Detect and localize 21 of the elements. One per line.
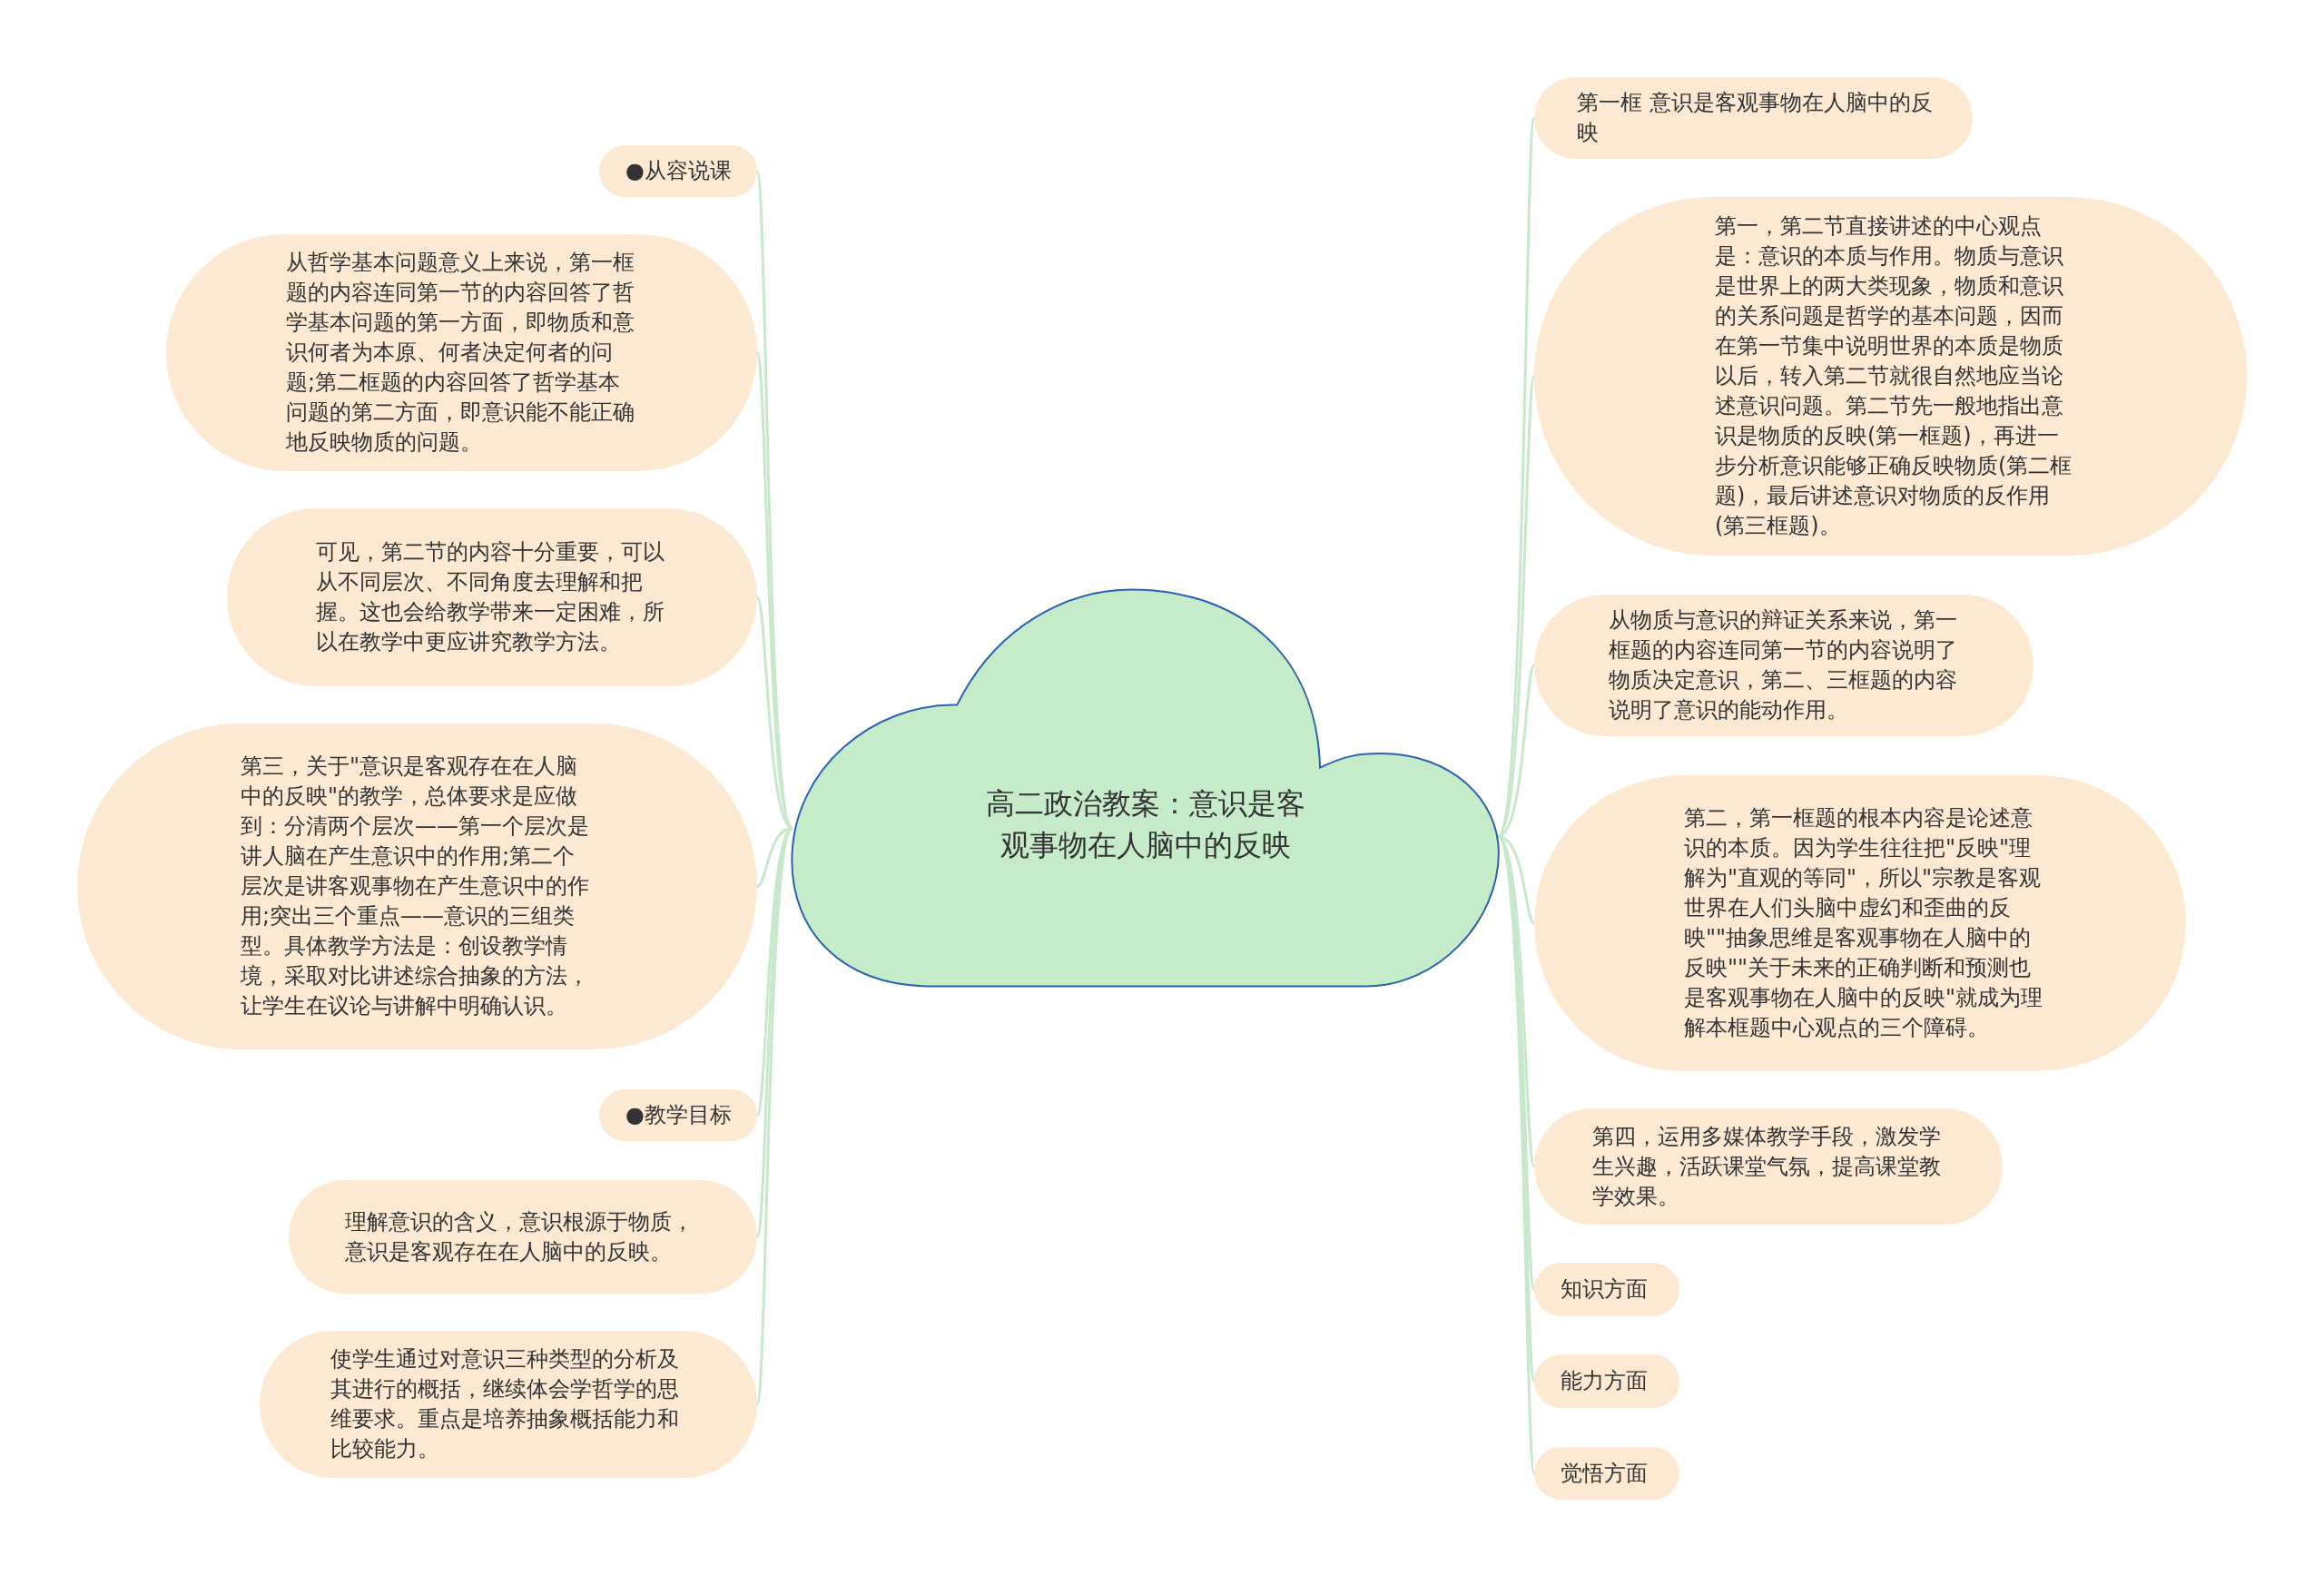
topic-bubble: 第一，第二节直接讲述的中心观点是：意识的本质与作用。物质与意识是世界上的两大类现象，物质和意识的关系问题是哲学的基本问题，因而在第一节集中说明世界的本质是物质以后，转入第二节就很自然地应当论述意识问题。第二节先一般地指出意识是物质的反映(第一框题)，再进一步分析意识能够正确反映物质(第二框题)，最后讲述意识对物质的反作用(第三框题)。 [1534, 197, 2247, 556]
topic-bubble: 知识方面 [1534, 1263, 1679, 1316]
cloud-shape [790, 586, 1502, 990]
connector-line [755, 827, 794, 1237]
connector-line [755, 827, 794, 1405]
topic-bubble: 第三，关于"意识是客观存在在人脑中的反映"的教学，总体要求是应做到：分清两个层次——第一个层次是讲人脑在产生意识中的作用;第二个层次是讲客观事物在产生意识中的作用;突出三个重点——意识的三组类型。具体教学方法是：创设教学情境，采取对比讲述综合抽象的方法，让学生在议论与讲解中明确认识。 [77, 724, 757, 1049]
topic-bubble: ●从容说课 [599, 145, 757, 197]
topic-bubble: 从物质与意识的辩证关系来说，第一框题的内容连同第一节的内容说明了物质决定意识，第二、三框题的内容说明了意识的能动作用。 [1534, 595, 2034, 736]
connector-line [755, 596, 793, 830]
topic-bubble: 能力方面 [1534, 1354, 1679, 1408]
topic-bubble: ●教学目标 [599, 1089, 757, 1141]
connector-line [1496, 376, 1536, 838]
topic-bubble: 可见，第二节的内容十分重要，可以从不同层次、不同角度去理解和把握。这也会给教学带来一定困难，所以在教学中更应讲究教学方法。 [227, 508, 757, 686]
topic-bubble: 觉悟方面 [1534, 1447, 1679, 1500]
central-topic: 高二政治教案：意识是客观事物在人脑中的反映 [985, 785, 1306, 864]
topic-bubble: 第一框 意识是客观事物在人脑中的反映 [1534, 77, 1973, 159]
topic-bubble: 理解意识的含义，意识根源于物质，意识是客观存在在人脑中的反映。 [289, 1180, 757, 1294]
topic-bubble: 第四，运用多媒体教学手段，激发学生兴趣，活跃课堂气氛，提高课堂教学效果。 [1534, 1108, 2003, 1225]
topic-bubble: 从哲学基本问题意义上来说，第一框题的内容连同第一节的内容回答了哲学基本问题的第一方面，即物质和意识何者为本原、何者决定何者的问题;第二框题的内容回答了哲学基本问题的第二方面，即意识能不能正确地反映物质的问题。 [166, 234, 757, 471]
topic-bubble: 使学生通过对意识三种类型的分析及其进行的概括，继续体会学哲学的思维要求。重点是培养抽象概括能力和比较能力。 [260, 1331, 757, 1478]
topic-bubble: 第二，第一框题的根本内容是论述意识的本质。因为学生往往把"反映"理解为"直观的等同"，所以"宗教是客观世界在人们头脑中虚幻和歪曲的反映""抽象思维是客观事物在人脑中的反映""关于未来的正确判断和预测也是客观事物在人脑中的反映"就成为理解本框题中心观点的三个障碍。 [1534, 775, 2186, 1071]
